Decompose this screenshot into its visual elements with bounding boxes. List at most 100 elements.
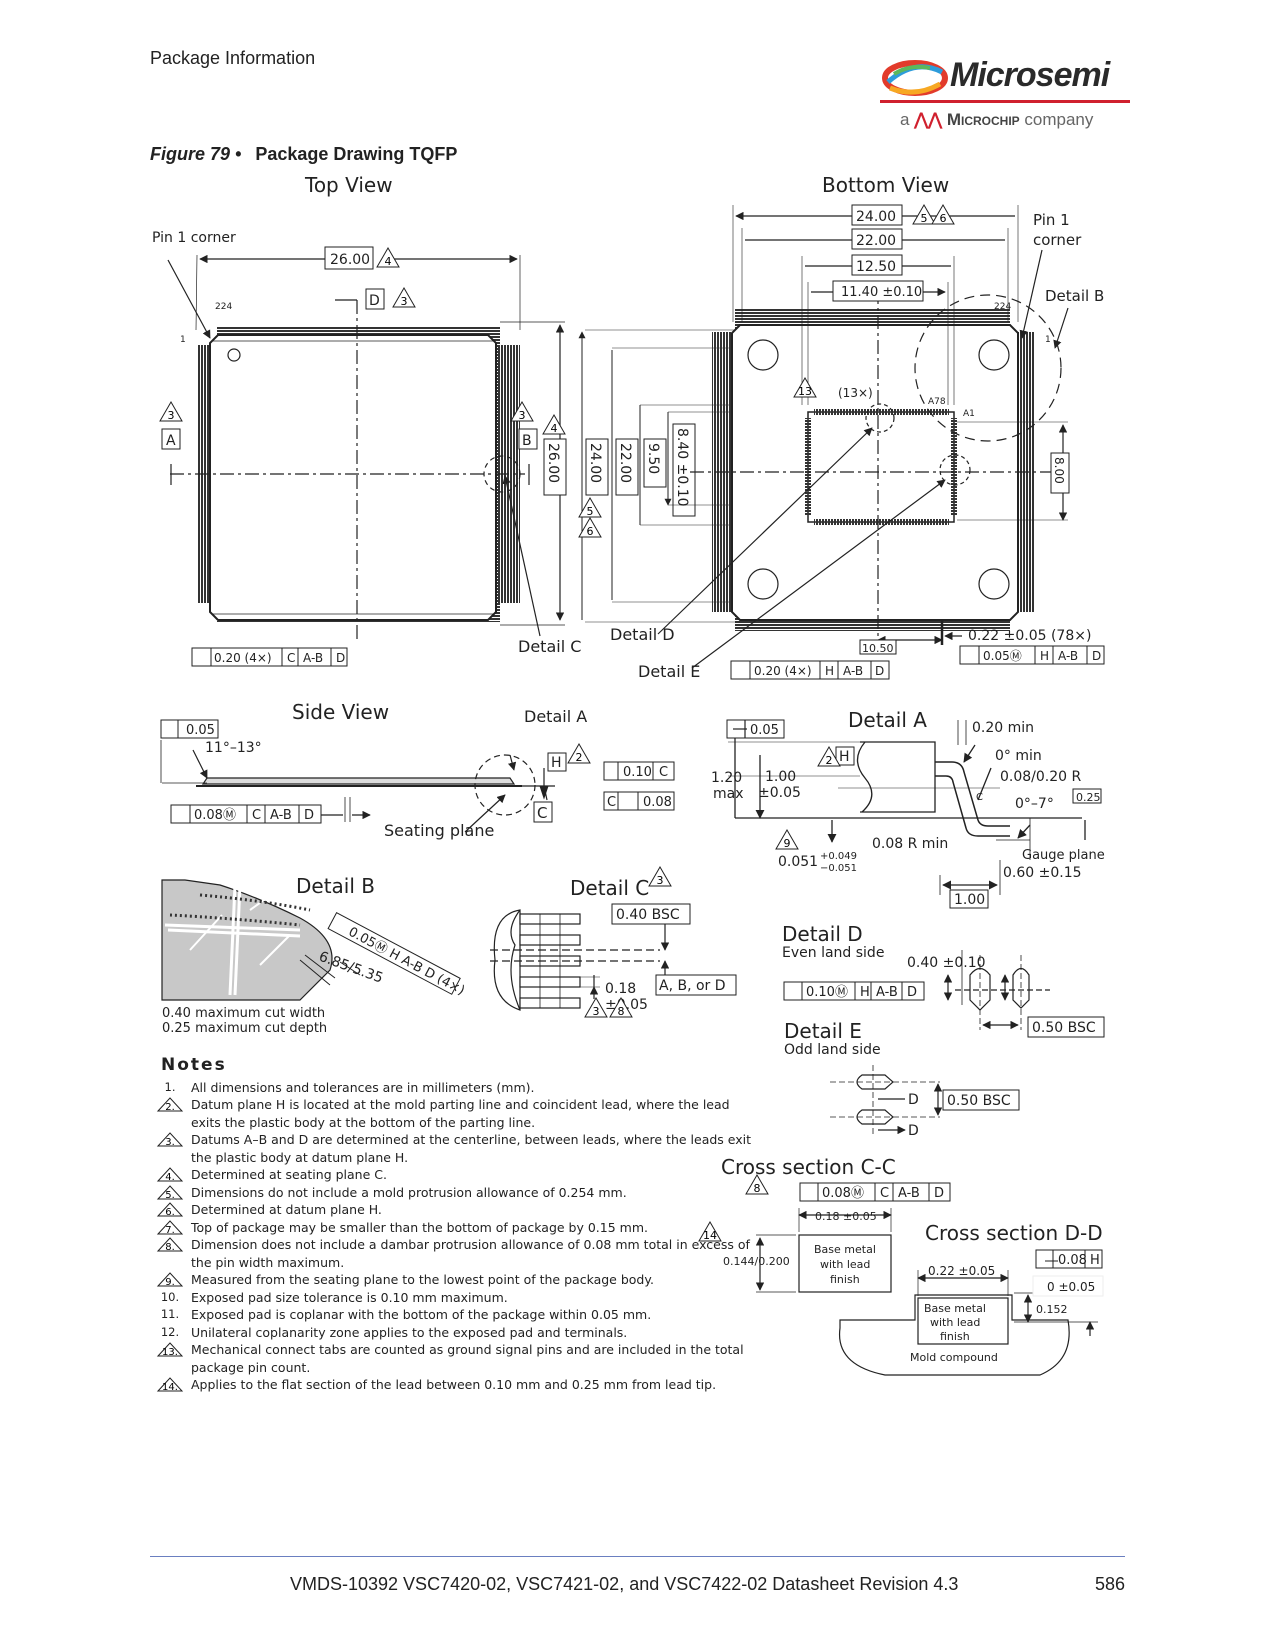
cross-section-cc <box>755 1208 892 1293</box>
detail-b-fcf: 0.05Ⓜ H A-B D (4×) <box>327 911 467 999</box>
detail-a-dim-060: 0.60 ±0.15 <box>1003 865 1082 881</box>
footer-doc-title: VMDS-10392 VSC7420-02, VSC7421-02, and V… <box>290 1574 959 1594</box>
svg-text:2.: 2. <box>165 1102 175 1113</box>
note-text: Determined at seating plane C. <box>191 1167 387 1182</box>
note-flag-icon: 13. <box>155 1341 185 1364</box>
detail-a-radius: 0.08/0.20 R <box>1000 769 1082 785</box>
cross-dd-base1: Base metal <box>924 1302 986 1315</box>
note-number: 11. <box>160 1307 180 1321</box>
detail-c <box>490 909 670 1011</box>
svg-text:5: 5 <box>587 505 594 518</box>
seating-plane-label: Seating plane <box>384 821 494 840</box>
svg-text:C: C <box>607 795 616 810</box>
top-pin224: 224 <box>215 302 232 312</box>
note-flag-3-icon: 3 <box>648 866 672 887</box>
cross-dd-title: Cross section D-D <box>925 1221 1103 1245</box>
bottom-fcf1: 0.20 (4×) H A-B D <box>730 660 890 680</box>
figure-label: Figure 79 • <box>150 144 242 164</box>
svg-text:D: D <box>875 664 884 678</box>
svg-text:0.10: 0.10 <box>623 765 652 780</box>
note-number: 1. <box>164 1079 176 1094</box>
svg-text:14: 14 <box>703 1229 717 1242</box>
cross-cc-thickness: 0.144/0.200 <box>723 1255 790 1268</box>
svg-text:A-B: A-B <box>270 808 292 823</box>
svg-text:2: 2 <box>576 751 583 764</box>
top-fcf: 0.20 (4×) C A-B D <box>191 647 348 667</box>
cross-cc-base2: with lead <box>820 1258 870 1271</box>
detail-a-dim-120: 1.20 <box>711 770 742 786</box>
detail-a-c-section: C <box>976 792 983 803</box>
note-text: Datum plane H is located at the mold par… <box>191 1097 730 1130</box>
detail-e-bsc: 0.50 BSC <box>947 1093 1011 1109</box>
svg-text:4: 4 <box>551 422 558 435</box>
side-view <box>160 740 555 833</box>
bottom-view <box>657 205 1069 669</box>
detail-b-cut-width: 0.40 maximum cut width <box>162 1006 325 1021</box>
svg-text:6: 6 <box>940 212 947 225</box>
svg-text:0.10Ⓜ: 0.10Ⓜ <box>806 985 848 1000</box>
svg-text:3.: 3. <box>165 1137 175 1148</box>
logo-wordmark: Microsemi <box>950 56 1110 94</box>
note-item: 11.Exposed pad is coplanar with the bott… <box>155 1306 755 1324</box>
note-text: Applies to the flat section of the lead … <box>191 1377 717 1392</box>
svg-text:9: 9 <box>784 837 791 850</box>
bottom-pin1-num: 1 <box>1045 335 1051 345</box>
svg-text:4: 4 <box>385 255 392 268</box>
note-text: Datums A–B and D are determined at the c… <box>191 1132 752 1165</box>
note-flag-icon: 8. <box>155 1236 185 1259</box>
note-flag-icon: 9. <box>155 1271 185 1294</box>
top-dim-24v: 24.00 <box>587 443 603 483</box>
svg-text:H: H <box>860 985 870 1000</box>
svg-text:6: 6 <box>587 525 594 538</box>
detail-c-bsc: 0.40 BSC <box>616 907 680 923</box>
bottom-a78: A78 <box>928 397 946 407</box>
top-view <box>167 254 565 640</box>
svg-text:A-B: A-B <box>898 1186 920 1201</box>
svg-text:0.08Ⓜ: 0.08Ⓜ <box>194 808 236 823</box>
svg-text:H: H <box>1090 1253 1100 1268</box>
detail-d-bsc: 0.50 BSC <box>1032 1020 1096 1036</box>
note-flag-icon: 4. <box>155 1166 185 1189</box>
side-flatness-fcf: 0.05 <box>160 719 219 739</box>
note-item: 12.Unilateral coplanarity zone applies t… <box>155 1324 755 1342</box>
detail-e <box>830 1065 943 1135</box>
datum-c-box: C <box>537 804 547 822</box>
section-header: Package Information <box>150 48 316 68</box>
microchip-icon: ⋀⋀ <box>914 110 943 129</box>
bottom-a1: A1 <box>963 409 975 419</box>
detail-d <box>943 950 1050 1030</box>
top-pin1-label: Pin 1 corner <box>152 230 236 246</box>
svg-text:3: 3 <box>168 409 175 422</box>
svg-text:C: C <box>880 1186 889 1201</box>
logo-subline: a ⋀⋀ Microchip company <box>900 110 1094 129</box>
gauge-plane-label: Gauge plane <box>1022 848 1105 863</box>
footer-page-number: 586 <box>1094 1574 1125 1594</box>
note-flag-8-icon: 8 <box>609 997 633 1018</box>
note-flag-icon: 3. <box>155 1131 185 1154</box>
note-flag-5-icon: 5 <box>578 497 602 518</box>
note-flag-6-icon: 6 <box>931 204 955 225</box>
detail-b-title: Detail B <box>296 874 375 898</box>
cross-cc-base3: finish <box>830 1273 860 1286</box>
detail-a-angle: 0°–7° <box>1015 796 1054 812</box>
side-view-title: Side View <box>292 700 389 724</box>
note-flag-13-icon: 13 <box>793 377 817 398</box>
svg-text:D: D <box>934 1186 944 1201</box>
top-dim-840: 8.40 ±0.10 <box>674 428 690 507</box>
svg-text:0.05Ⓜ H A-B D (4×): 0.05Ⓜ H A-B D (4×) <box>346 925 467 999</box>
note-text: Mechanical connect tabs are counted as g… <box>191 1342 744 1375</box>
svg-text:0.20 (4×): 0.20 (4×) <box>214 651 272 665</box>
bottom-dim-1140: 11.40 ±0.10 <box>841 285 922 300</box>
detail-d-callout: Detail D <box>610 625 675 644</box>
bottom-tabs-count: (13×) <box>838 386 873 400</box>
svg-text:5: 5 <box>921 212 928 225</box>
note-flag-2-icon: 2 <box>567 743 591 764</box>
svg-text:A-B: A-B <box>1058 649 1078 663</box>
svg-text:H: H <box>825 664 834 678</box>
detail-d-title: Detail D <box>782 922 863 946</box>
datum-b-box: B <box>522 433 532 449</box>
